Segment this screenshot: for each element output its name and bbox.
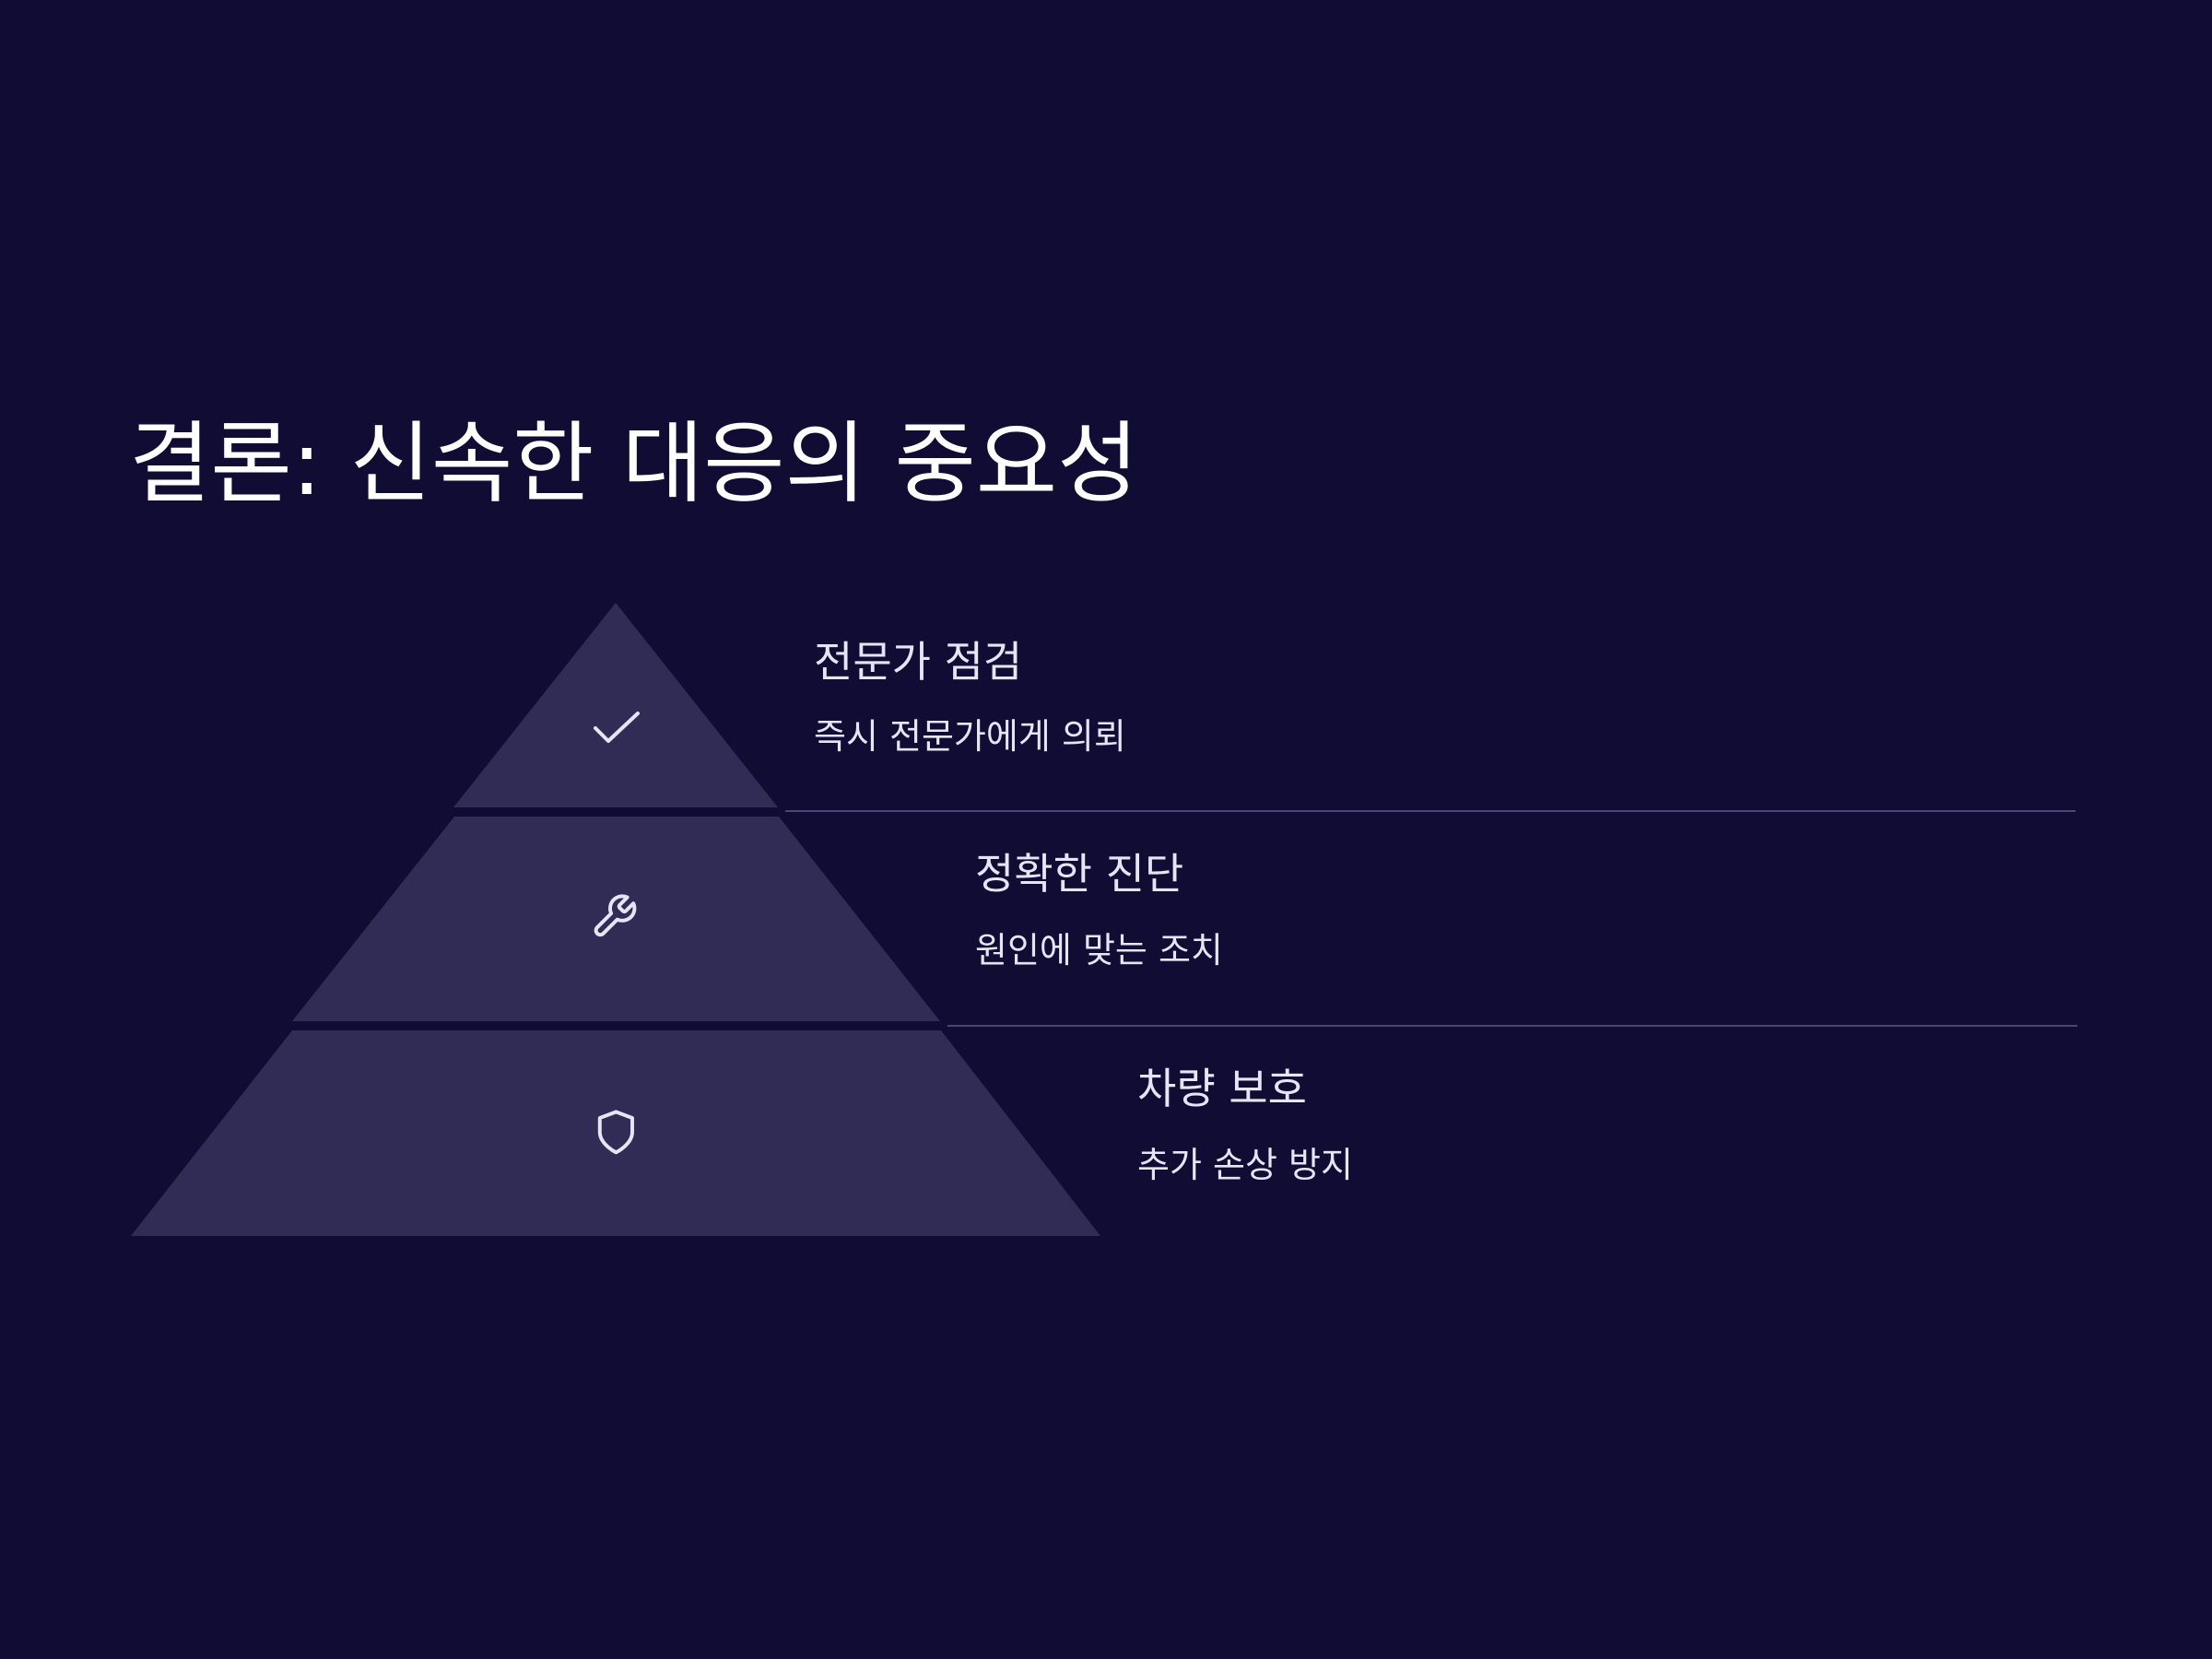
- tier-2-heading: 정확한 진단: [975, 849, 1184, 899]
- slide-title: 결론: 신속한 대응의 중요성: [129, 412, 1139, 515]
- tier-1-heading: 전문가 점검: [814, 637, 1023, 687]
- shield-icon: [597, 1110, 634, 1155]
- pyramid-tier-3: [131, 1030, 1100, 1236]
- tier-3-description: 추가 손상 방지: [1137, 1145, 1353, 1185]
- tier-2-description: 원인에 맞는 조치: [975, 930, 1223, 971]
- wrench-icon: [594, 894, 637, 937]
- tier-3-heading: 차량 보호: [1137, 1064, 1307, 1113]
- check-icon: [594, 712, 640, 743]
- pyramid-tier-1: [453, 603, 778, 807]
- tier-1-description: 즉시 전문가에게 의뢰: [814, 716, 1126, 757]
